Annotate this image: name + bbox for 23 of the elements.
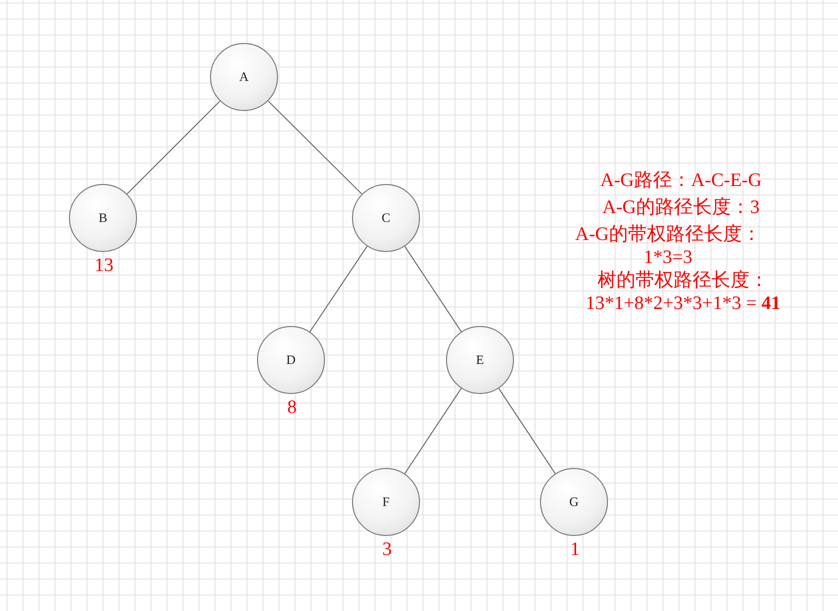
node-letter: C xyxy=(380,211,392,225)
node-letter: B xyxy=(98,211,108,225)
annotation-text: 树的带权路径长度：13*1+8*2+3*3+1*3 = 41 xyxy=(584,269,782,315)
edge-line xyxy=(309,246,368,332)
annotation-text: A-G路径：A-C-E-G xyxy=(599,169,763,192)
annotation-text: A-G的带权路径长度：1*3=3 xyxy=(574,223,762,269)
node-letter: A xyxy=(238,70,250,84)
edge-line xyxy=(404,246,462,332)
circle-node xyxy=(352,184,420,252)
annotation-text: A-G的路径长度：3 xyxy=(601,196,761,219)
edge-line xyxy=(404,388,462,474)
weight-label: 8 xyxy=(286,397,298,419)
node-letter: D xyxy=(285,353,297,367)
node-letter: E xyxy=(475,353,485,367)
weight-label: 1 xyxy=(569,539,581,561)
node-letter: F xyxy=(381,495,391,509)
edge-line xyxy=(268,100,362,195)
node-letter: G xyxy=(568,495,580,509)
weight-label: 13 xyxy=(94,255,114,277)
edge-line xyxy=(498,388,556,474)
circle-node xyxy=(210,43,278,111)
edge-line xyxy=(126,100,220,194)
weight-label: 3 xyxy=(381,539,393,561)
